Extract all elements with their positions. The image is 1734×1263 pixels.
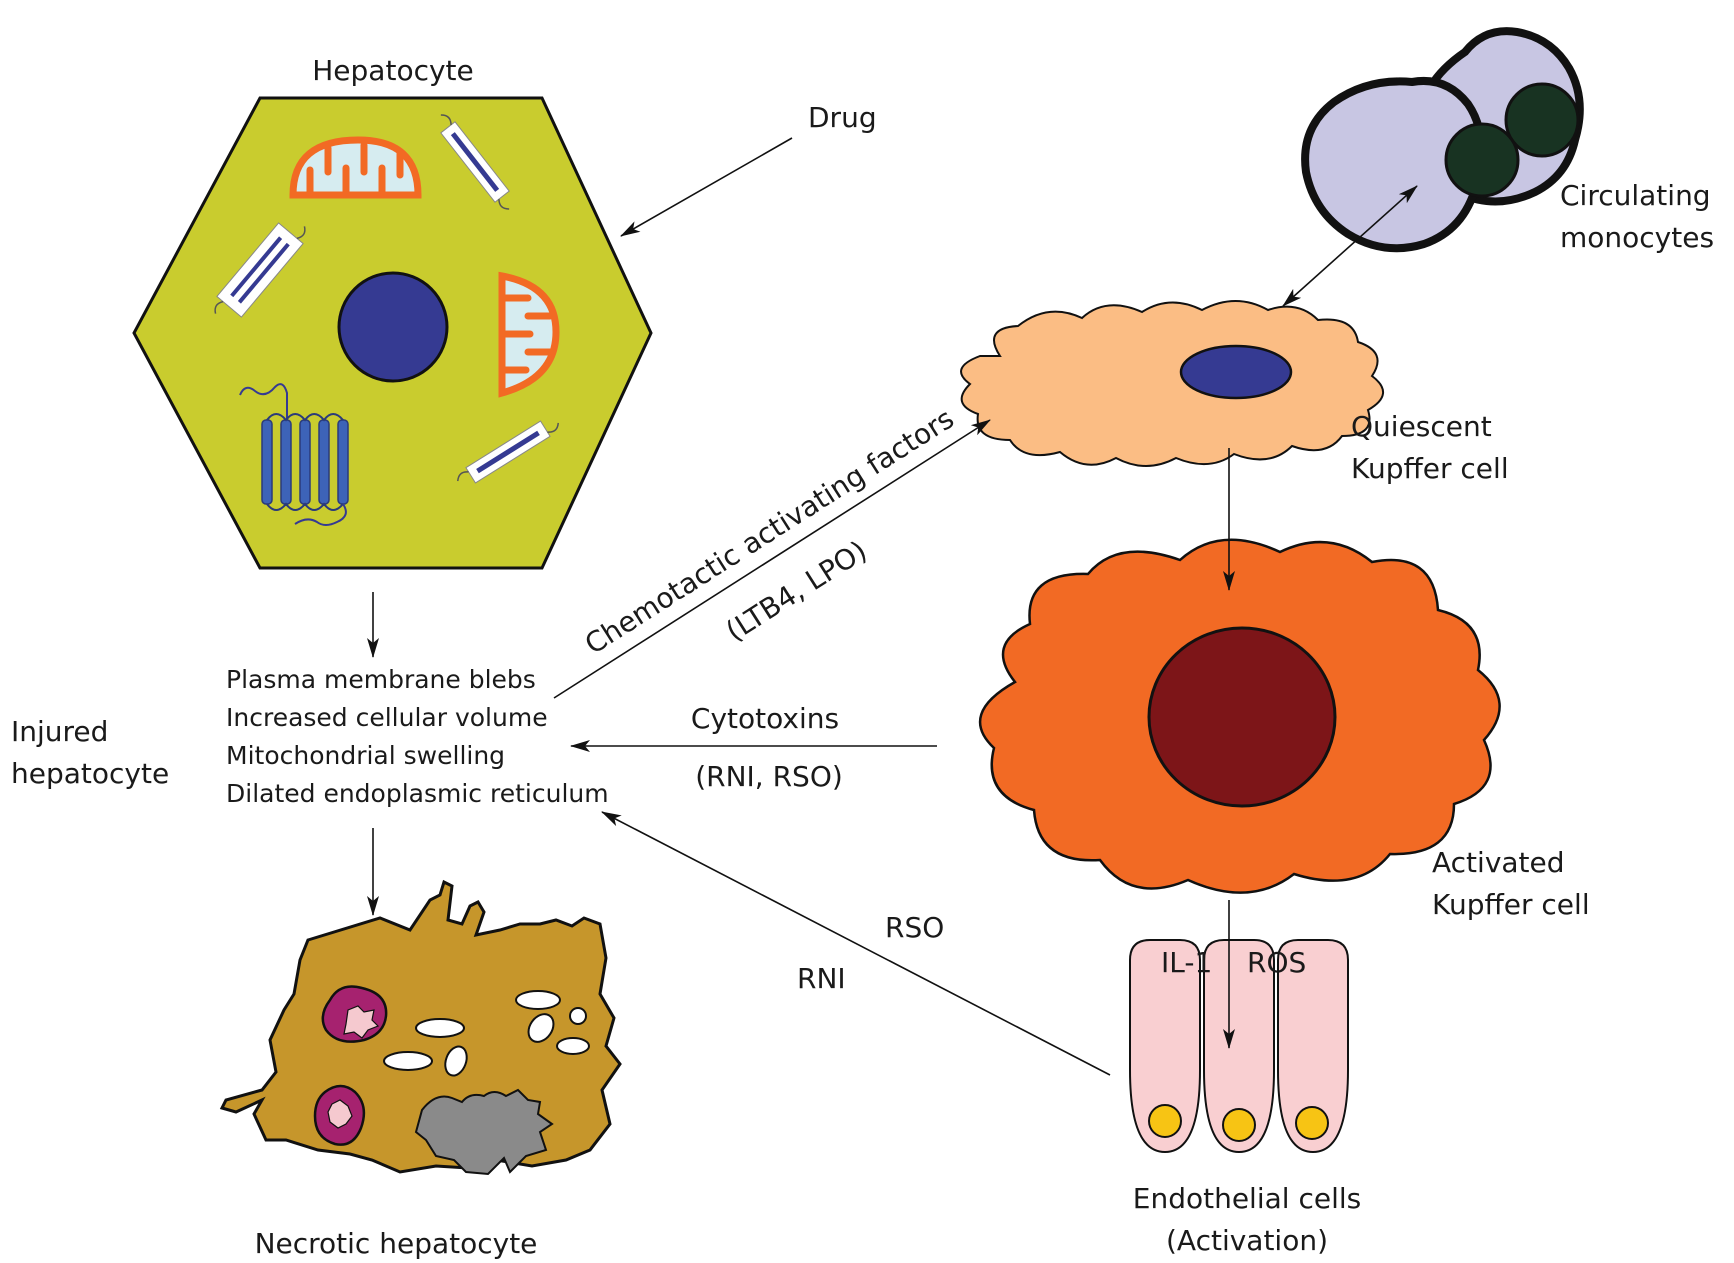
activated-kupffer-label-line2: Kupffer cell	[1432, 888, 1590, 921]
circulating-monocytes-label-line2: monocytes	[1560, 221, 1714, 254]
activated-kupffer-cell	[978, 538, 1501, 894]
cytotoxins-label: Cytotoxins	[691, 702, 839, 735]
quiescent-kupffer-label-line2: Kupffer cell	[1351, 452, 1509, 485]
injury-feature-4: Dilated endoplasmic reticulum	[226, 779, 609, 808]
quiescent-kupffer-cell	[960, 300, 1384, 467]
monocyte-exchange-arrow	[1282, 185, 1418, 307]
rso-label: RSO	[885, 911, 944, 944]
mitochondrion-icon	[498, 271, 560, 398]
mitochondrion-icon	[289, 136, 422, 199]
injured-hepatocyte-label-line1: Injured	[11, 715, 108, 748]
injury-feature-2: Increased cellular volume	[226, 703, 548, 732]
endothelial-cells-label-line2: (Activation)	[1166, 1224, 1328, 1257]
endothelial-cell	[1129, 939, 1201, 1154]
hepatocyte-label: Hepatocyte	[312, 54, 474, 87]
drug-label: Drug	[808, 101, 877, 134]
necrotic-vacuole-icon	[321, 985, 388, 1043]
endoplasmic-reticulum-icon	[214, 222, 306, 318]
endoplasmic-reticulum-icon	[457, 420, 559, 484]
drug-arrow	[620, 137, 793, 237]
il1-label: IL-1	[1161, 946, 1212, 979]
necrotic-vesicles	[383, 990, 590, 1077]
ros-label: ROS	[1247, 946, 1306, 979]
endothelial-cell	[1203, 939, 1275, 1154]
activated-kupffer-label-line1: Activated	[1432, 846, 1565, 879]
arrows	[367, 137, 1418, 1076]
rni-label: RNI	[797, 962, 846, 995]
chemotactic-arrow	[553, 419, 991, 699]
quiescent-kupffer-label-line1: Quiescent	[1351, 410, 1492, 443]
circulating-monocytes	[1301, 27, 1584, 253]
endothelial-to-injured-arrow	[601, 811, 1111, 1076]
endothelial-cell	[1277, 939, 1349, 1154]
hepatocyte-cell	[132, 96, 653, 570]
cytotoxins-examples-label: (RNI, RSO)	[695, 760, 843, 793]
necrotic-hepatocyte-label: Necrotic hepatocyte	[255, 1227, 538, 1260]
necrotic-vacuole-icon	[313, 1084, 366, 1146]
endothelial-cells	[1129, 939, 1349, 1154]
necrotic-debris	[414, 1088, 554, 1176]
hepatocyte-nucleus	[337, 271, 449, 383]
endothelial-cells-label-line1: Endothelial cells	[1133, 1182, 1361, 1215]
injury-feature-1: Plasma membrane blebs	[226, 665, 536, 694]
golgi-apparatus-icon	[239, 383, 349, 526]
injured-hepatocyte-label-line2: hepatocyte	[11, 757, 169, 790]
injury-feature-3: Mitochondrial swelling	[226, 741, 505, 770]
necrotic-hepatocyte-cell	[219, 879, 622, 1176]
circulating-monocytes-label-line1: Circulating	[1560, 179, 1711, 212]
endoplasmic-reticulum-icon	[440, 114, 510, 210]
